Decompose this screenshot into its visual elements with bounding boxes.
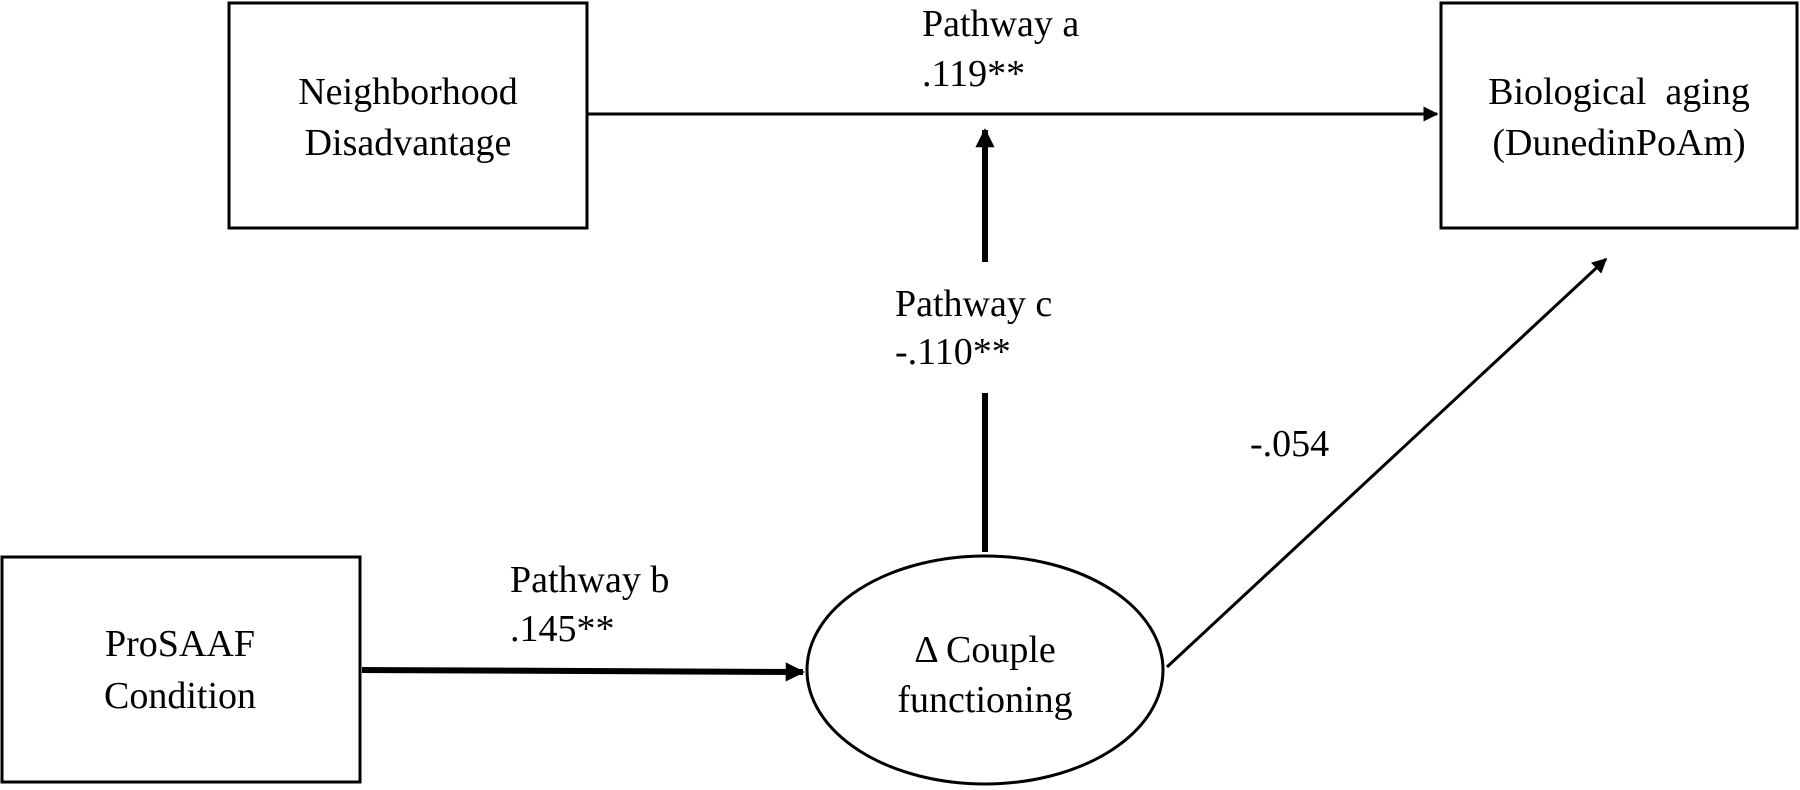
node-prosaaf-condition: ProSAAF Condition: [0, 555, 362, 784]
node-neighborhood-line2: Disadvantage: [305, 122, 512, 164]
node-biological-line1: Biological aging: [1488, 71, 1750, 113]
node-couple-line1: Δ Couple: [914, 629, 1056, 671]
pathway-b-arrow: [361, 662, 805, 682]
pathway-c-coef: -.110**: [895, 331, 1011, 373]
pathway-b-coef: .145**: [510, 608, 615, 650]
pathway-a-coef: .119**: [922, 53, 1025, 95]
node-prosaaf-line2: Condition: [104, 675, 256, 717]
pathway-d-coef: -.054: [1250, 423, 1329, 465]
node-neighborhood-disadvantage: Neighborhood Disadvantage: [227, 1, 589, 230]
pathway-c-label: Pathway c: [895, 283, 1052, 325]
node-neighborhood-line1: Neighborhood: [298, 71, 518, 113]
pathway-a-label: Pathway a: [922, 3, 1079, 45]
node-couple-line2: functioning: [897, 679, 1072, 721]
pathway-b-label: Pathway b: [510, 559, 669, 601]
node-biological-line2: (DunedinPoAm): [1492, 122, 1745, 164]
node-prosaaf-line1: ProSAAF: [105, 623, 255, 665]
node-biological-aging: Biological aging (DunedinPoAm): [1439, 1, 1799, 230]
node-couple-functioning: Δ Couple functioning: [805, 554, 1165, 786]
pathway-d-arrow: [1165, 257, 1608, 669]
